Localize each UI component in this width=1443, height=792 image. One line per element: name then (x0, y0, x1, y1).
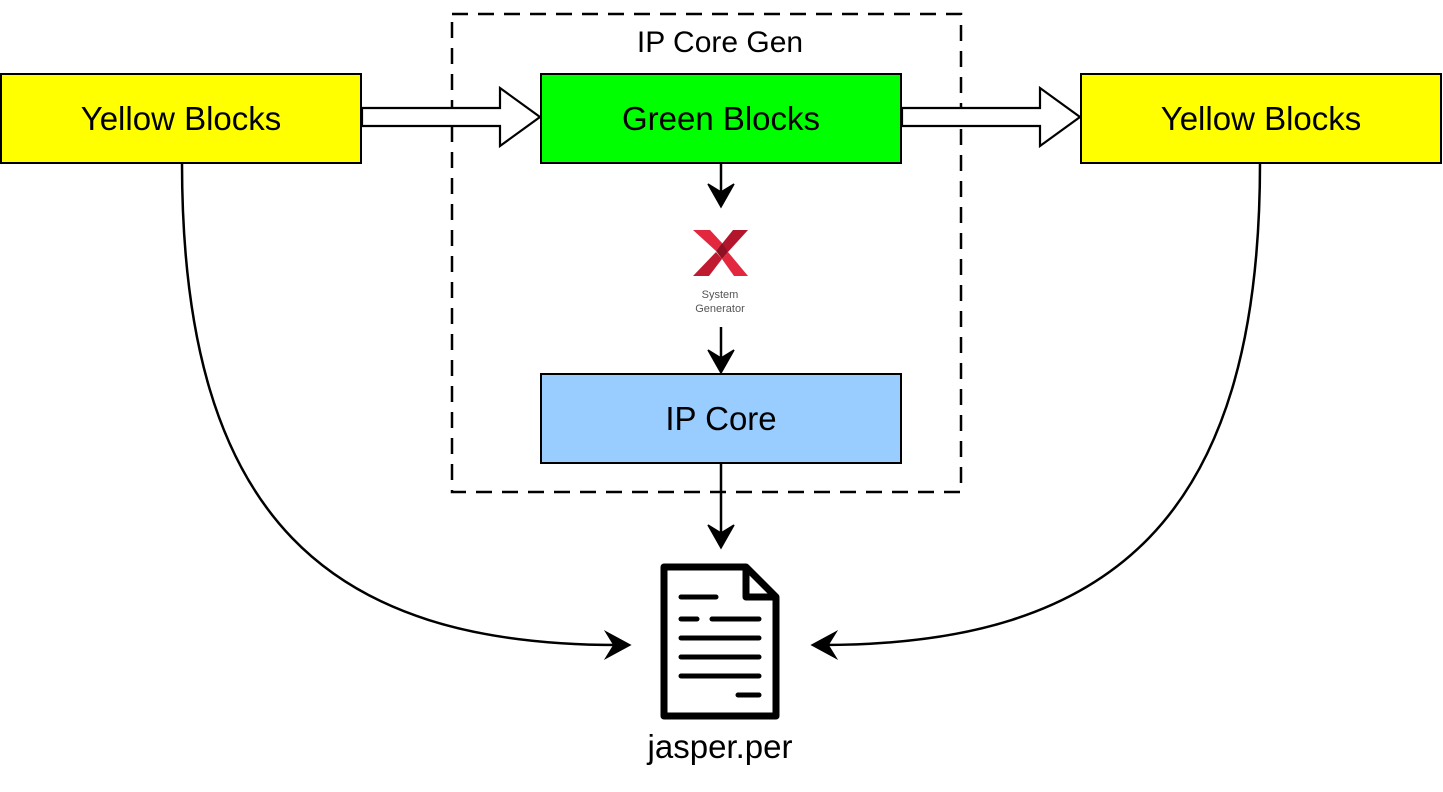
xilinx-sysgen-logo-icon (693, 230, 748, 276)
arrowhead-curve-left (603, 630, 632, 660)
ip-core-gen-title: IP Core Gen (636, 26, 804, 59)
curve-right-yellow-to-file (821, 162, 1262, 647)
curve-left-yellow-to-file (180, 162, 619, 647)
yellow-blocks-right[interactable]: Yellow Blocks (1080, 73, 1442, 164)
sysgen-label-line1: System (701, 289, 739, 301)
sysgen-label-line2: Generator (695, 303, 745, 315)
yellow-blocks-left[interactable]: Yellow Blocks (0, 73, 362, 164)
green-blocks[interactable]: Green Blocks (540, 73, 902, 164)
arrowhead-ipcore-to-file (707, 524, 735, 550)
flow-arrow-left (360, 85, 542, 149)
ip-core-block[interactable]: IP Core (540, 373, 902, 464)
arrowhead-curve-right (810, 630, 839, 660)
arrowhead-green-to-sysgen (707, 183, 735, 209)
flow-arrow-right (900, 85, 1082, 149)
output-file-label: jasper.per (647, 728, 793, 765)
arrowhead-sysgen-to-ipcore (707, 349, 735, 375)
document-icon (660, 563, 780, 720)
